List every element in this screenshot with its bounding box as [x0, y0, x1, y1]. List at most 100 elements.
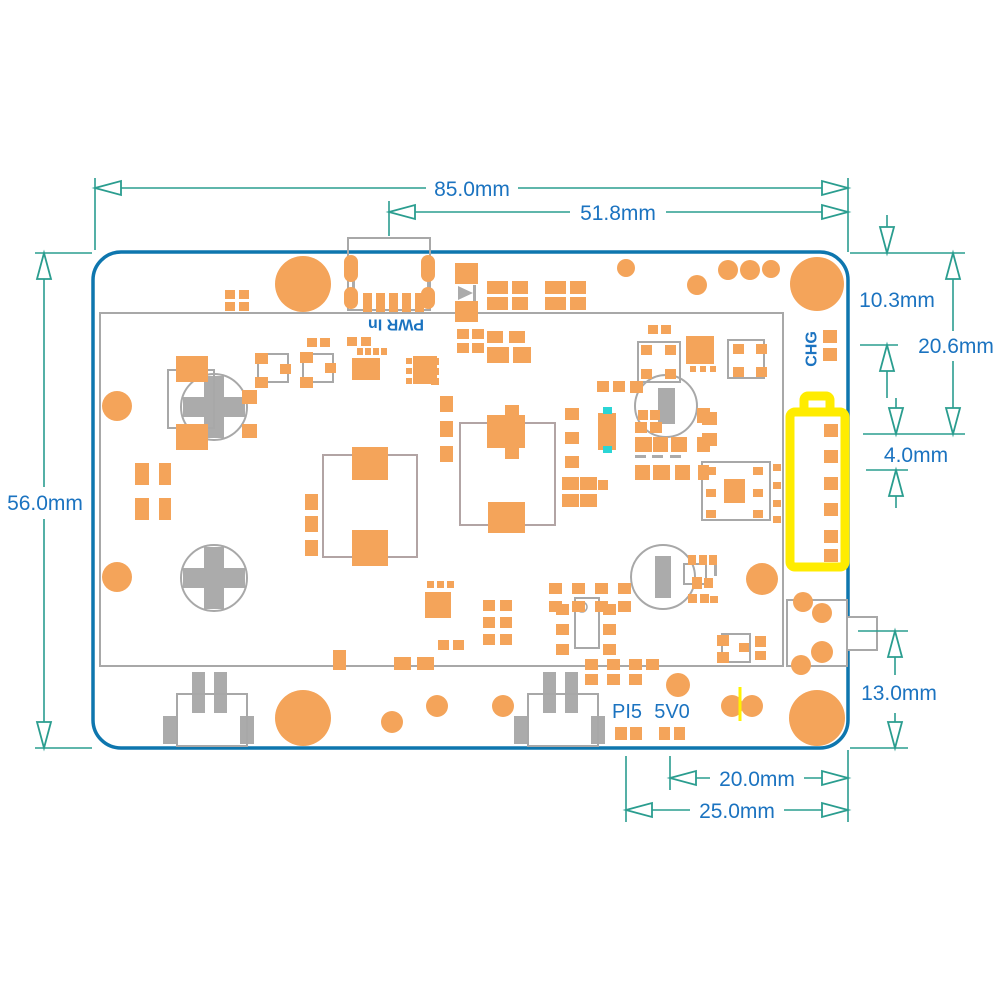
- smd-pad: [352, 447, 388, 480]
- smd-pad: [756, 367, 767, 377]
- dimension-label-pad-offset-20: 20.0mm: [719, 768, 795, 791]
- smd-pad: [585, 659, 598, 670]
- dimension-arrow: [35, 721, 53, 752]
- smd-pad: [692, 577, 702, 589]
- diode-bar-icon: [473, 285, 476, 301]
- smd-pad: [635, 465, 650, 480]
- smd-pad: [333, 650, 346, 670]
- smd-pad: [706, 467, 716, 475]
- smd-pad: [755, 651, 766, 660]
- smd-pad: [709, 555, 717, 565]
- dimension-arrow: [887, 407, 905, 438]
- connector-body-outline: [527, 693, 599, 747]
- smd-pad: [739, 643, 749, 652]
- usb-shield-pad: [421, 255, 435, 282]
- round-pad: [741, 695, 763, 717]
- dimension-arrow: [878, 226, 896, 257]
- silkscreen-label-pwr-in: PWR In: [368, 316, 424, 333]
- mounting-hole: [789, 690, 845, 746]
- smd-pad: [650, 410, 660, 420]
- smd-pad: [603, 604, 616, 615]
- smd-pad: [457, 343, 469, 353]
- gray-part: [192, 672, 205, 713]
- smd-pad: [688, 555, 696, 565]
- smd-pad: [472, 343, 484, 353]
- smd-pad: [710, 596, 718, 603]
- smd-pad: [556, 604, 569, 615]
- smd-pad: [562, 477, 579, 490]
- smd-pad: [733, 344, 744, 354]
- smd-pad: [756, 344, 767, 354]
- dimension-label-battery-offset: 20.6mm: [918, 335, 994, 358]
- smd-pad: [635, 422, 647, 433]
- smd-pad: [753, 489, 763, 497]
- gray-part: [670, 455, 681, 458]
- gray-part: [652, 455, 663, 458]
- smd-pad: [603, 644, 616, 655]
- round-pad: [381, 711, 403, 733]
- diode-icon: [458, 286, 473, 300]
- smd-pad: [710, 366, 716, 372]
- smd-pad: [440, 421, 453, 437]
- smd-pad: [630, 381, 643, 393]
- smd-pad: [440, 396, 453, 412]
- smd-pad: [242, 390, 257, 404]
- smd-pad: [505, 426, 519, 438]
- smd-pad: [549, 583, 562, 594]
- smd-pad: [512, 297, 528, 310]
- smd-pad: [406, 368, 412, 374]
- smd-pad: [629, 659, 642, 670]
- smd-pad: [556, 644, 569, 655]
- smd-pad: [699, 555, 707, 565]
- usb-shield-pad: [421, 287, 435, 309]
- smd-pad: [402, 293, 411, 312]
- dimension-arrow: [878, 341, 896, 372]
- smd-pad: [638, 410, 648, 420]
- smd-pad: [427, 581, 434, 588]
- smd-pad: [373, 348, 379, 355]
- smd-pad: [706, 510, 716, 518]
- dimension-arrow: [35, 249, 53, 280]
- smd-pad: [500, 617, 512, 628]
- smd-pad: [394, 657, 411, 670]
- smd-pad: [641, 345, 652, 355]
- component-outline: [721, 633, 751, 663]
- smd-pad: [455, 301, 478, 322]
- smd-pad: [545, 281, 566, 294]
- smd-pad: [447, 581, 454, 588]
- round-pad: [721, 695, 743, 717]
- battery-pin-pad: [824, 530, 838, 543]
- smd-pad: [549, 601, 562, 612]
- smd-pad: [700, 594, 709, 603]
- smd-pad: [176, 424, 208, 450]
- smd-pad: [615, 727, 627, 740]
- smd-pad: [607, 674, 620, 685]
- round-pad: [687, 275, 707, 295]
- dimension-chg-offset: 10.3mm: [859, 215, 935, 398]
- smd-pad: [487, 297, 508, 310]
- smd-pad: [347, 337, 357, 346]
- capacitor-ring: [180, 373, 248, 441]
- smd-pad: [280, 364, 291, 374]
- dimension-arrow: [887, 466, 905, 497]
- smd-pad: [585, 674, 598, 685]
- dimension-board-height: 56.0mm: [7, 249, 83, 752]
- smd-pad: [305, 540, 318, 556]
- dimension-pitch: 4.0mm: [884, 398, 948, 508]
- component-layer: [102, 237, 878, 747]
- smd-pad: [483, 600, 495, 611]
- smd-pad: [653, 437, 668, 452]
- smd-pad: [598, 413, 616, 450]
- smd-pad: [630, 727, 642, 740]
- component-outline: [637, 341, 681, 383]
- smd-pad: [135, 463, 149, 485]
- smd-pad: [363, 293, 372, 312]
- smd-pad: [580, 477, 597, 490]
- smd-pad: [135, 498, 149, 520]
- gray-part: [214, 672, 227, 713]
- gray-part: [565, 672, 578, 713]
- smd-pad: [674, 727, 685, 740]
- smd-pad: [706, 489, 716, 497]
- gray-part: [514, 716, 528, 744]
- smd-pad: [595, 601, 608, 612]
